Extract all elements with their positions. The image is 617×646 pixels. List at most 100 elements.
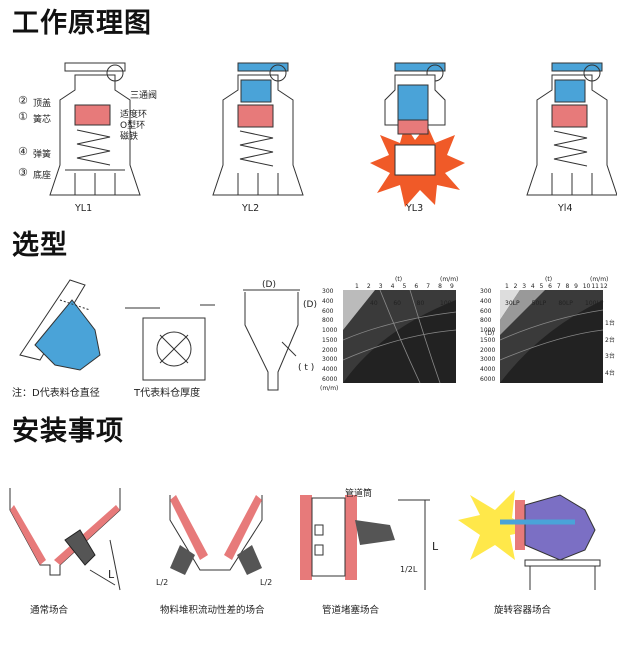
chart2-series-label: 80LP xyxy=(558,300,573,307)
chart2-right-label: 1台 xyxy=(605,320,615,327)
hopper-dim-D: (D) xyxy=(262,280,276,290)
note-d: 注：D代表料仓直径 xyxy=(12,388,100,399)
install-poor-flow xyxy=(169,495,263,575)
label-base: 底座 xyxy=(33,171,52,181)
bin-sensor-diagram xyxy=(19,279,101,371)
caption-pipe: 管道堵塞场合 xyxy=(322,605,380,616)
chart2-x-tick: 2 xyxy=(513,283,518,290)
valve-yl4 xyxy=(526,62,617,196)
chart2-series-label: 50LP xyxy=(531,300,547,307)
install-pipe xyxy=(300,495,430,590)
install-rotating xyxy=(458,490,601,590)
chart1-unit: (m/m) xyxy=(440,276,459,283)
chart1-x-tick: 6 xyxy=(414,283,419,290)
chart2-y-tick: 400 xyxy=(480,297,492,305)
label-core: 簧芯 xyxy=(33,115,52,125)
chart1-y-tick: 4000 xyxy=(322,366,338,374)
chart2-x-tick: 1 xyxy=(505,283,509,290)
chart1-ylabel: (m/m) xyxy=(320,385,339,392)
thickness-diagram xyxy=(125,304,215,381)
chart2-y-tick: 6000 xyxy=(480,376,496,383)
caption-normal: 通常场合 xyxy=(30,605,69,616)
chart2-x-tick: 12 xyxy=(600,283,608,290)
install-dim-L1: L xyxy=(108,568,115,581)
chart1-x-tick: 7 xyxy=(426,283,431,290)
heading-principle: 工作原理图 xyxy=(12,8,152,39)
chart2-y-tick: 4000 xyxy=(480,366,496,374)
chart2-y-tick: 800 xyxy=(480,317,492,325)
chart1-y-tick: 600 xyxy=(322,307,334,315)
caption-yl2: YL2 xyxy=(242,203,260,214)
chart2-x-tick: 10 xyxy=(582,283,591,290)
chart1-x-tick: 2 xyxy=(366,283,371,290)
install-dim-L2b: L/2 xyxy=(260,578,273,587)
chart2-series-label: 100LP xyxy=(585,300,604,307)
chart1-y-tick: 2000 xyxy=(322,346,338,354)
hopper-dim-D2: (D) xyxy=(303,300,317,310)
chart2-x-tick: 9 xyxy=(574,283,578,290)
chart2-y-tick: 1000 xyxy=(480,327,496,335)
chart2-x-tick: 8 xyxy=(565,283,570,290)
chart1-x-tick: 4 xyxy=(390,283,395,290)
install-dim-half: 1/2L xyxy=(400,565,418,574)
install-normal xyxy=(9,488,121,591)
chart1-series-label: 40 xyxy=(370,300,378,307)
chart1-x-tick: 3 xyxy=(378,283,383,290)
chart1-x-tick: 8 xyxy=(438,283,442,290)
chart1-y-tick: 400 xyxy=(322,297,334,305)
chart1-y-tick: 300 xyxy=(322,288,334,295)
install-dim-L3: L xyxy=(432,540,439,553)
valve-yl2 xyxy=(212,62,304,196)
chart2-x-tick: 6 xyxy=(548,283,552,290)
chart2-x-tick: 5 xyxy=(539,283,544,290)
chart1-y-tick: 1000 xyxy=(322,327,338,335)
hopper-dim-t: ( t ) xyxy=(298,363,315,373)
chart2-right-label: 2台 xyxy=(605,336,615,344)
caption-yl3: YL3 xyxy=(406,203,424,214)
label-num-2: ② xyxy=(18,94,28,107)
chart2-y-tick: 2000 xyxy=(480,346,496,354)
chart2-x-tick: 11 xyxy=(591,283,599,290)
heading-selection: 选型 xyxy=(12,230,68,261)
chart2-y-tick: 3000 xyxy=(480,356,496,364)
valve-yl3 xyxy=(370,62,465,207)
heading-installation: 安装事项 xyxy=(12,416,124,447)
chart1-y-tick: 1500 xyxy=(322,336,338,344)
label-spring: 弹簧 xyxy=(33,150,52,160)
valve-yl1 xyxy=(49,62,141,196)
chart2-right-label: 4台 xyxy=(605,370,615,377)
chart2-series-label: 30LP xyxy=(505,300,520,307)
chart1-y-tick: 6000 xyxy=(322,376,338,383)
chart2-y-tick: 600 xyxy=(480,307,492,315)
chart2-corner: (t) xyxy=(545,276,553,283)
selection-chart-1 xyxy=(342,289,457,384)
caption-yl1: YL1 xyxy=(75,203,93,214)
label-magnet: 磁铁 xyxy=(120,132,139,142)
chart1-series-label: 100 xyxy=(440,300,452,307)
label-valve: 三通阀 xyxy=(130,91,158,101)
caption-yl4: Yl4 xyxy=(558,203,573,214)
caption-rotating: 旋转容器场合 xyxy=(494,605,552,616)
label-ring: 适度环 xyxy=(120,110,148,120)
install-pipe-label: 管道筒 xyxy=(345,489,373,499)
chart2-ylabel: (D) xyxy=(485,330,495,337)
chart2-right-label: 3台 xyxy=(605,353,615,361)
chart1-x-tick: 5 xyxy=(402,283,407,290)
chart1-series-label: 80 xyxy=(416,300,425,307)
label-num-3: ③ xyxy=(18,166,28,179)
label-num-4: ④ xyxy=(18,145,28,158)
label-top-cover: 顶盖 xyxy=(33,99,52,109)
note-t: T代表料仓厚度 xyxy=(134,388,201,399)
chart2-x-tick: 3 xyxy=(522,283,527,290)
selection-chart-2 xyxy=(499,290,604,383)
chart1-x-tick: 9 xyxy=(450,283,454,290)
chart1-x-tick: 1 xyxy=(355,283,359,290)
chart2-y-tick: 1500 xyxy=(480,336,496,344)
chart2-y-tick: 300 xyxy=(480,288,492,295)
label-num-1: ① xyxy=(18,110,28,123)
chart1-series-label: 60 xyxy=(393,300,401,307)
chart2-unit: (m/m) xyxy=(590,276,609,283)
